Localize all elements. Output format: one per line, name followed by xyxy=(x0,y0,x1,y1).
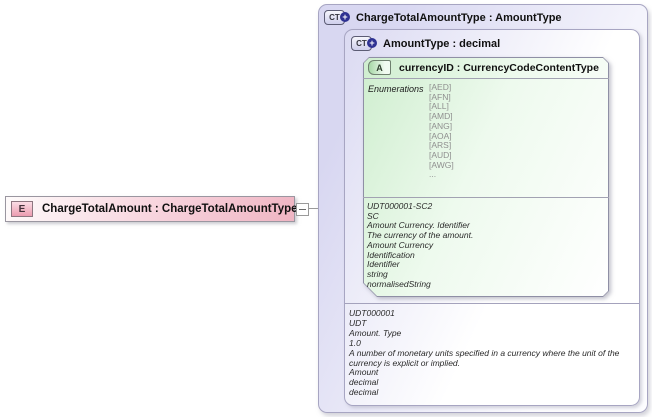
annotation-line: UDT000001-SC2 xyxy=(367,201,433,211)
annotation-line: string xyxy=(367,268,388,279)
attribute-header[interactable]: A currencyID : CurrencyCodeContentType xyxy=(363,57,609,79)
annotation-line: UDT xyxy=(349,317,367,328)
attribute-icon: A xyxy=(368,60,391,75)
enumeration-value-list: [AED][AFN][ALL][AMD][ANG][AOA][ARS][AUD]… xyxy=(429,82,454,180)
attribute-box-currencyid: A currencyID : CurrencyCodeContentType E… xyxy=(363,57,609,297)
annotation-line: Amount xyxy=(349,367,379,378)
enumeration-value: [ALL] xyxy=(429,101,449,112)
enumeration-value: [AED] xyxy=(429,82,452,92)
complextype-box-chargetotalamounttype: CT + ChargeTotalAmountType : AmountType … xyxy=(318,4,648,413)
attribute-title: currencyID : CurrencyCodeContentType xyxy=(399,61,599,74)
complextype-icon: CT + xyxy=(351,36,377,51)
minus-glyph xyxy=(299,209,306,210)
annotation-line: decimal xyxy=(349,377,379,388)
enumeration-value: [ARS] xyxy=(429,140,452,151)
complextype-icon: CT + xyxy=(324,10,350,25)
annotation-line: SC xyxy=(367,210,379,221)
enumeration-value: [ANG] xyxy=(429,120,453,131)
enumeration-value: [AMD] xyxy=(429,111,453,122)
expand-plus-icon[interactable]: + xyxy=(367,38,377,48)
complextype-header[interactable]: CT + ChargeTotalAmountType : AmountType xyxy=(324,9,562,26)
enumeration-value: [AUD] xyxy=(429,149,452,160)
enumeration-value: ... xyxy=(429,169,437,180)
annotation-line: Amount. Type xyxy=(349,327,402,338)
annotation-line: normalisedString xyxy=(367,278,431,289)
annotation-line: Identifier xyxy=(367,259,400,270)
enumerations-label: Enumerations xyxy=(368,84,424,94)
complextype-icon-label: CT xyxy=(356,39,367,48)
complextype-title: ChargeTotalAmountType : AmountType xyxy=(356,11,562,24)
attribute-box-background xyxy=(364,58,608,296)
annotation-line: UDT000001 xyxy=(349,308,395,318)
complextype-icon-label: CT xyxy=(329,13,340,22)
annotation-line: A number of monetary units specified in … xyxy=(349,347,620,368)
enumeration-value: [AOA] xyxy=(429,130,452,141)
collapse-toggle-icon[interactable] xyxy=(296,203,309,216)
annotation-line: 1.0 xyxy=(349,337,361,348)
enumeration-value: [AWG] xyxy=(429,159,454,170)
annotation-line: Identification xyxy=(367,249,415,260)
enumeration-value: [AFN] xyxy=(429,91,451,102)
inner-type-divider xyxy=(345,303,639,304)
element-box-chargetotalamount[interactable]: E ChargeTotalAmount : ChargeTotalAmountT… xyxy=(5,196,298,222)
expand-plus-icon[interactable]: + xyxy=(340,12,350,22)
annotation-line: Amount Currency. Identifier xyxy=(367,220,470,231)
element-title: ChargeTotalAmount : ChargeTotalAmountTyp… xyxy=(42,203,298,215)
inner-complextype-title: AmountType : decimal xyxy=(383,37,501,50)
attribute-divider xyxy=(363,197,609,198)
annotation-line: decimal xyxy=(349,387,379,398)
annotation-line: Amount Currency xyxy=(367,239,434,250)
element-icon: E xyxy=(11,201,33,217)
inner-complextype-header[interactable]: CT + AmountType : decimal xyxy=(351,35,500,52)
annotation-line: The currency of the amount. xyxy=(367,230,474,241)
complextype-box-amounttype: CT + AmountType : decimal A currencyID :… xyxy=(344,29,640,406)
